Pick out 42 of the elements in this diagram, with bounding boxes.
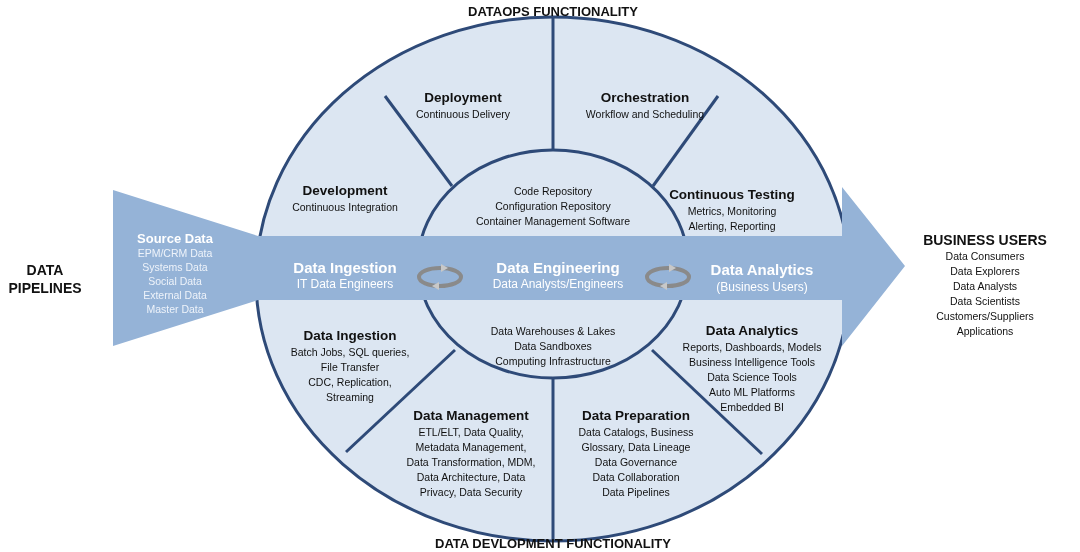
segment-description: Workflow and Scheduling [584, 107, 706, 122]
segment-description: Metrics, Monitoring Alerting, Reporting [686, 204, 778, 234]
band-text: IT Data Engineers [295, 277, 395, 292]
segment-description: ETL/ELT, Data Quality, Metadata Management, Data Transformation, MDM, Data Architecture, Data Privacy, Data Security [405, 425, 537, 500]
section-heading: DATAOPS FUNCTIONALITY [467, 3, 639, 20]
segment-description: Continuous Integration [291, 200, 399, 215]
segment-description: Computing Infrastructure [494, 354, 612, 369]
user-type-label: Data Scientists [949, 294, 1021, 309]
band-text: External Data [142, 288, 208, 302]
segment-heading: Orchestration [599, 89, 691, 106]
band-heading: Data Engineering [495, 259, 621, 277]
band-heading: Data Analytics [709, 261, 815, 279]
segment-heading: Data Analytics [704, 322, 800, 339]
segment-heading: Data Management [412, 407, 530, 424]
section-heading: DATA DEVLOPMENT FUNCTIONALITY [434, 535, 672, 552]
band-text: Data Analysts/Engineers [491, 277, 625, 292]
segment-heading: Deployment [423, 89, 503, 106]
segment-description: Configuration Repository [494, 199, 612, 214]
band-heading: Data Ingestion [292, 259, 398, 277]
section-heading: BUSINESS USERS [922, 231, 1048, 249]
user-type-label: Customers/Suppliers [935, 309, 1035, 324]
segment-description: Continuous Delivery [415, 107, 511, 122]
band-text: (Business Users) [715, 280, 809, 295]
band-heading: Source Data [136, 231, 214, 247]
user-type-label: Data Consumers [944, 249, 1026, 264]
segment-description: Code Repository [512, 184, 594, 199]
band-text: Systems Data [141, 260, 209, 274]
segment-heading: Continuous Testing [668, 186, 796, 203]
segment-heading: Development [301, 182, 389, 199]
segment-description: Data Catalogs, Business Glossary, Data Lineage Data Governance Data Collaboration Data Pipelines [577, 425, 695, 500]
band-text: EPM/CRM Data [136, 246, 214, 260]
segment-description: Data Warehouses & Lakes [489, 324, 617, 339]
band-text: Social Data [147, 274, 203, 288]
segment-description: Batch Jobs, SQL queries, File Transfer CDC, Replication, Streaming [289, 345, 411, 405]
segment-heading: Data Ingestion [302, 327, 398, 344]
section-heading: DATA PIPELINES [7, 261, 83, 297]
band-text: Master Data [145, 302, 205, 316]
user-type-label: Data Explorers [949, 264, 1021, 279]
segment-description: Container Management Software [474, 214, 632, 229]
user-type-label: Data Analysts [951, 279, 1019, 294]
segment-description: Data Sandboxes [513, 339, 593, 354]
user-type-label: Applications [955, 324, 1015, 339]
